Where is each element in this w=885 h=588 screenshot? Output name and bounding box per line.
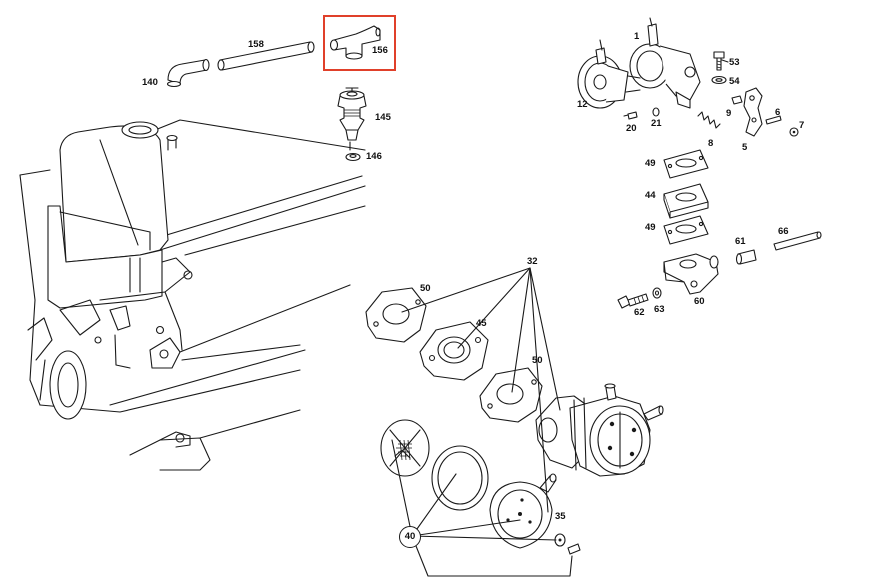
part-53-bolt (713, 51, 725, 71)
label-49-top: 49 (645, 158, 656, 169)
leader-lines (349, 59, 729, 577)
label-140: 140 (142, 77, 158, 88)
part-20-screw (623, 111, 638, 120)
label-156: 156 (372, 45, 388, 56)
part-21-washer (652, 107, 660, 117)
part-61-sleeve (735, 249, 757, 265)
part-66-rod (773, 231, 822, 251)
part-40-diaphragm-kit (380, 419, 581, 555)
label-45: 45 (476, 318, 487, 329)
label-21: 21 (651, 118, 662, 129)
label-146: 146 (366, 151, 382, 162)
highlight-box-156 (323, 15, 396, 71)
part-158-hose (217, 41, 315, 71)
label-7: 7 (799, 120, 805, 131)
label-63: 63 (654, 304, 665, 315)
part-146-washer (345, 152, 361, 162)
label-50-upper: 50 (420, 283, 431, 294)
part-50-gasket-lower (479, 367, 543, 423)
part-8-spring (697, 111, 721, 129)
label-20: 20 (626, 123, 637, 134)
main-fuel-pump (535, 383, 664, 477)
part-7-clip (789, 127, 799, 137)
label-158: 158 (248, 39, 264, 50)
part-1-pump-housing (625, 17, 701, 109)
part-45-insulator (419, 321, 489, 381)
label-35: 35 (555, 511, 566, 522)
label-49-bottom: 49 (645, 222, 656, 233)
label-40: 40 (399, 526, 421, 548)
label-8: 8 (708, 138, 714, 149)
label-61: 61 (735, 236, 746, 247)
label-66: 66 (778, 226, 789, 237)
part-44-spacer (663, 183, 709, 219)
label-40-text: 40 (404, 531, 416, 542)
part-60-bracket (663, 253, 719, 295)
label-50-lower: 50 (532, 355, 543, 366)
part-49-gasket-top (663, 149, 709, 179)
part-12-pump-half (577, 39, 629, 109)
label-6: 6 (775, 107, 781, 118)
part-140-elbow (166, 58, 210, 88)
part-54-washer (711, 75, 727, 85)
label-9: 9 (726, 108, 732, 119)
label-62: 62 (634, 307, 645, 318)
label-60: 60 (694, 296, 705, 307)
part-49-gasket-bottom (663, 215, 709, 245)
part-5-lever (743, 87, 763, 137)
part-156-fitting (329, 25, 381, 60)
part-62-bolt (617, 293, 649, 309)
label-44: 44 (645, 190, 656, 201)
label-54: 54 (729, 76, 740, 87)
label-1: 1 (634, 31, 640, 42)
part-9-pin (731, 95, 743, 105)
label-32: 32 (527, 256, 538, 267)
label-5: 5 (742, 142, 748, 153)
engine-block (19, 119, 366, 471)
label-145: 145 (375, 112, 391, 123)
part-50-gasket-upper (365, 287, 427, 343)
label-53: 53 (729, 57, 740, 68)
part-145-valve (337, 87, 367, 141)
part-63-washer (652, 287, 662, 299)
part-6-pin (765, 115, 782, 125)
label-12: 12 (577, 99, 588, 110)
